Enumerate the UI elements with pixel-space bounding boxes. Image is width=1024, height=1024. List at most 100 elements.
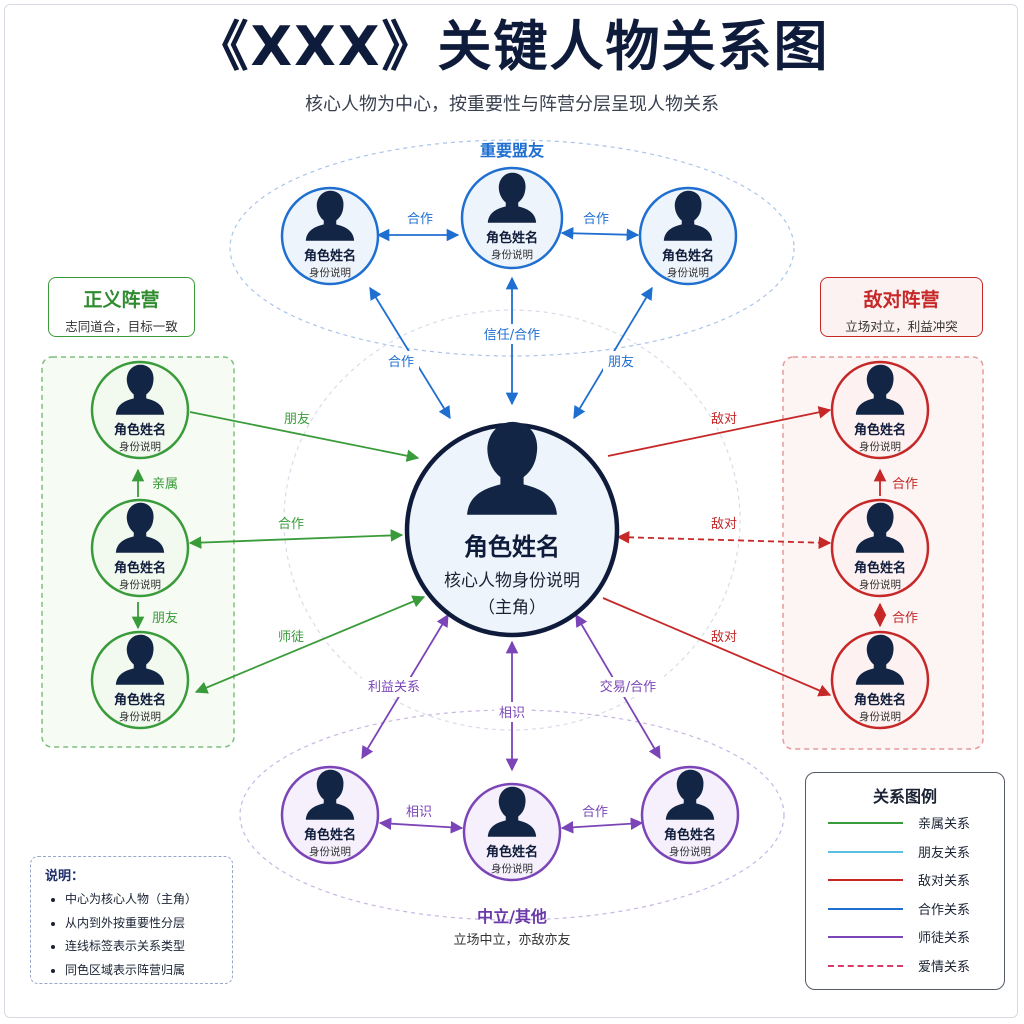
edge-center-right1 xyxy=(607,406,832,457)
node-name: 角色姓名 xyxy=(486,844,538,860)
notes-item: 连线标签表示关系类型 xyxy=(65,935,232,959)
legend-label: 合作关系 xyxy=(918,902,971,918)
edge-label-bottom-mid-right: 合作 xyxy=(582,805,608,820)
node-name: 角色姓名 xyxy=(114,422,166,438)
node-desc: 身份说明 xyxy=(309,266,351,279)
node-desc: 身份说明 xyxy=(309,845,351,858)
edge-label-top-left-top: 合作 xyxy=(407,212,433,227)
legend-box: 关系图例 亲属关系朋友关系敌对关系合作关系师徒关系爱情关系 xyxy=(805,772,1005,990)
edge-label-center-bottom-right: 交易/合作 xyxy=(600,679,656,695)
neutral-group-subtitle: 立场中立，亦敌亦友 xyxy=(453,933,571,948)
edge-left1-center xyxy=(189,411,420,462)
edge-label-center-top-right: 朋友 xyxy=(608,354,634,370)
edge-label-left3-center: 师徒 xyxy=(278,630,304,645)
legend-line xyxy=(828,964,903,967)
notes-item: 从内到外按重要性分层 xyxy=(65,912,232,936)
legend-label: 敌对关系 xyxy=(918,874,971,889)
edge-label-left2-left3: 朋友 xyxy=(152,610,178,626)
legend-line xyxy=(828,907,903,910)
center-character-node[interactable]: 角色姓名 核心人物身份说明 （主角） xyxy=(404,421,620,638)
edge-top-mid-right xyxy=(560,227,640,241)
neutral-group-area xyxy=(239,709,785,921)
node-name: 角色姓名 xyxy=(304,248,356,264)
node-desc: 身份说明 xyxy=(667,266,709,279)
legend-line xyxy=(828,850,903,853)
edge-label-left2-left1: 亲属 xyxy=(152,477,178,492)
edges xyxy=(131,227,887,834)
neutral-group-label: 中立/其他 xyxy=(477,907,547,926)
legend-item: 朋友关系 xyxy=(828,842,988,862)
center-node-desc: 核心人物身份说明 xyxy=(444,571,580,591)
notes-box: 说明： 中心为核心人物（主角） 从内到外按重要性分层 连线标签表示关系类型 同色… xyxy=(30,856,233,984)
edge-label-left1-center: 朋友 xyxy=(284,411,310,427)
node-desc: 身份说明 xyxy=(491,862,533,875)
character-nodes: 角色姓名身份说明角色姓名身份说明角色姓名身份说明角色姓名身份说明角色姓名身份说明… xyxy=(90,166,930,882)
edge-label-center-bottom-left: 利益关系 xyxy=(368,680,420,695)
edge-center-right2 xyxy=(616,531,832,549)
edge-label-right2-right3: 合作 xyxy=(892,611,918,626)
legend-line xyxy=(828,822,903,824)
edge-label-center-top-mid: 信任/合作 xyxy=(484,328,540,343)
justice-camp-box: 正义阵营 志同道合，目标一致 xyxy=(48,277,195,337)
node-name: 角色姓名 xyxy=(486,230,538,246)
edge-bottom-mid-right xyxy=(560,817,644,834)
edge-label-bottom-left-mid: 相识 xyxy=(406,805,432,820)
edge-left2-center xyxy=(188,529,404,549)
justice-camp-title: 正义阵营 xyxy=(83,289,160,311)
node-name: 角色姓名 xyxy=(662,248,714,264)
node-desc: 身份说明 xyxy=(491,248,533,261)
node-name: 角色姓名 xyxy=(304,827,356,843)
justice-camp-subtitle: 志同道合，目标一致 xyxy=(65,319,178,334)
edge-label-center-right3: 敌对 xyxy=(711,630,737,645)
page-subtitle: 核心人物为中心，按重要性与阵营分层呈现人物关系 xyxy=(305,94,719,115)
enemy-camp-subtitle: 立场对立，利益冲突 xyxy=(845,319,958,334)
legend-item: 师徒关系 xyxy=(828,927,988,947)
legend-label: 朋友关系 xyxy=(918,845,971,861)
edge-label-right2-right1: 合作 xyxy=(892,477,918,492)
legend-line xyxy=(828,879,903,881)
edge-label-left2-center: 合作 xyxy=(278,517,304,532)
legend-item: 爱情关系 xyxy=(828,956,988,976)
enemy-camp-title: 敌对阵营 xyxy=(863,289,940,311)
notes-item: 同色区域表示阵营归属 xyxy=(65,959,232,983)
edge-label-center-right2: 敌对 xyxy=(711,517,737,532)
enemy-camp-box: 敌对阵营 立场对立，利益冲突 xyxy=(820,277,983,337)
node-desc: 身份说明 xyxy=(119,578,161,591)
edge-label-center-top-left: 合作 xyxy=(388,355,414,370)
legend-label: 亲属关系 xyxy=(918,817,971,832)
legend-label: 师徒关系 xyxy=(918,931,971,946)
page-title: 《XXX》关键人物关系图 xyxy=(194,15,830,78)
notes-item: 中心为核心人物（主角） xyxy=(65,888,232,912)
node-desc: 身份说明 xyxy=(119,440,161,453)
edge-left3-center xyxy=(194,595,426,694)
top-group-label: 重要盟友 xyxy=(479,141,544,160)
node-desc: 身份说明 xyxy=(859,440,901,453)
node-desc: 身份说明 xyxy=(669,845,711,858)
legend-item: 合作关系 xyxy=(828,899,988,919)
edge-label-center-right1: 敌对 xyxy=(711,412,737,427)
notes-title: 说明： xyxy=(45,869,85,884)
legend-title: 关系图例 xyxy=(872,787,937,806)
edge-bottom-left-mid xyxy=(378,817,464,834)
node-name: 角色姓名 xyxy=(854,692,906,708)
edge-labels: 合作 合作 合作 信任/合作 朋友 朋友 合作 师徒 亲属 朋友 敌对 敌对 敌… xyxy=(152,208,918,820)
legend-line xyxy=(828,936,903,938)
node-name: 角色姓名 xyxy=(114,560,166,576)
center-node-role: （主角） xyxy=(478,598,546,618)
node-name: 角色姓名 xyxy=(664,827,716,843)
page-frame xyxy=(4,4,1018,1018)
legend-item: 亲属关系 xyxy=(828,813,988,833)
